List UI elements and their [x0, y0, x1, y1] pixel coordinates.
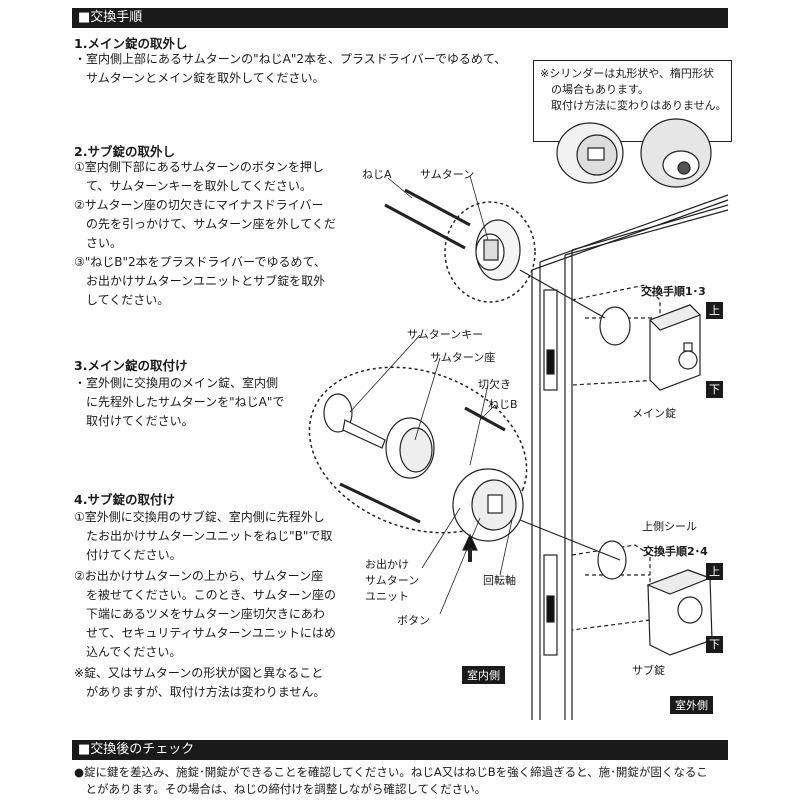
label-thumbturn-key: サムターンキー	[407, 328, 484, 341]
label-thumbturn-seat: サムターン座	[430, 351, 496, 364]
badge-up-top: 上	[706, 302, 723, 319]
step2-line-5: さい。	[74, 236, 123, 250]
thumbturn-assembly	[308, 269, 621, 561]
step4-line-9: ※錠、又はサムターンの形状が図と異なること	[74, 666, 324, 680]
label-step13: 交換手順1･3	[641, 285, 706, 298]
step2-line-1: ①室内側下部にあるサムターンのボタンを押し	[74, 160, 324, 174]
note-line-1: ※シリンダーは丸形状や、楕円形状	[540, 67, 714, 80]
step4-line-8: 込んでください。	[74, 645, 182, 659]
step2-line-8: してください。	[74, 293, 170, 307]
step3-title: 3.メイン錠の取付け	[74, 358, 188, 373]
step4-line-10: がありますが、取付け方法は変わりません。	[74, 685, 326, 699]
check-line-2: とがあります。その場合は、ねじの締付けを調整しながら確認してください。	[74, 782, 487, 796]
label-upper-seal: 上側シール	[642, 520, 697, 533]
step4-line-6: 下端にあるツメをサムターン座切欠きにあわ	[74, 607, 325, 621]
step3-line-1: ・室外側に交換用のメイン錠、室内側	[74, 376, 279, 390]
step2-line-4: の先を引っかけて、サムターン座を外してくだ	[74, 217, 336, 231]
step1-line-1: ・室内側上部にあるサムターンの"ねじA"2本を、プラスドライバーでゆるめて、	[74, 52, 507, 66]
check-line-1: ●錠に鍵を差込み、施錠･開錠ができることを確認してください。ねじA又はねじBを強…	[74, 765, 708, 779]
label-odekake-unit: お出かけ サムターン ユニット	[365, 558, 420, 603]
note-line-3: 取付け方法に変わりはありません。	[540, 99, 727, 112]
sub-lock-icon	[597, 540, 713, 656]
step2-line-3: ②サムターン座の切欠きにマイナスドライバー	[74, 198, 324, 212]
label-step24: 交換手順2･4	[643, 545, 708, 558]
step4-title: 4.サブ錠の取付け	[74, 492, 175, 507]
thumbturn-icon	[444, 201, 536, 303]
round-cylinder-icon	[556, 122, 624, 184]
step1-line-2: サムターンとメイン錠を取外してください。	[74, 71, 325, 85]
leader-lines	[349, 175, 513, 615]
step2-line-6: ③"ねじB"2本をプラスドライバーでゆるめて、	[74, 255, 326, 269]
badge-up-bottom: 上	[706, 563, 723, 580]
label-indoor: 室内側	[462, 666, 505, 684]
label-main-lock: メイン錠	[632, 407, 676, 420]
label-thumbturn: サムターン	[420, 168, 475, 181]
step4-line-4: ②お出かけサムターンの上から、サムターン座	[74, 569, 324, 583]
step4-line-2: たお出かけサムターンユニットをねじ"B"で取	[74, 529, 333, 543]
label-rotation-axis: 回転軸	[483, 574, 516, 587]
step2-line-7: お出かけサムターンユニットとサブ錠を取外	[74, 274, 326, 288]
step2-title: 2.サブ錠の取外し	[74, 144, 175, 159]
note-line-2: の場合もあります。	[540, 83, 649, 96]
step3-line-2: に先程外したサムターンを"ねじA"で	[74, 395, 285, 409]
screw-a-icon	[384, 188, 471, 250]
step4-line-5: を被せてください。このとき、サムターン座の	[74, 588, 336, 602]
label-sub-lock: サブ錠	[632, 664, 665, 677]
step3-line-3: 取付けてください。	[74, 414, 194, 428]
header-bar: ■交換手順	[72, 8, 728, 28]
label-neji-a: ねじA	[362, 168, 392, 181]
oval-cylinder-icon	[640, 118, 712, 188]
step4-line-3: 付けてください。	[74, 548, 182, 562]
label-button: ボタン	[397, 614, 430, 627]
check-bar: ■交換後のチェック	[72, 740, 728, 760]
step4-line-7: せて、セキュリティサムターンユニットにはめ	[74, 626, 336, 640]
badge-down-bottom: 下	[706, 636, 723, 653]
main-lock-icon	[599, 304, 702, 391]
label-neji-b: ねじB	[488, 398, 518, 411]
badge-down-top: 下	[706, 381, 723, 398]
label-outdoor: 室外側	[670, 696, 713, 714]
door-frame	[531, 194, 729, 720]
step2-line-2: て、サムターンキーを取外してください。	[74, 179, 312, 193]
note-text: ※シリンダーは丸形状や、楕円形状 の場合もあります。 取付け方法に変わりはありま…	[540, 66, 727, 114]
check-title: ■交換後のチェック	[78, 742, 195, 757]
header-title: ■交換手順	[78, 10, 143, 25]
step4-line-1: ①室外側に交換用のサブ錠、室内側に先程外し	[74, 510, 325, 524]
step1-title: 1.メイン錠の取外し	[74, 36, 188, 51]
label-notch: 切欠き	[478, 378, 511, 391]
